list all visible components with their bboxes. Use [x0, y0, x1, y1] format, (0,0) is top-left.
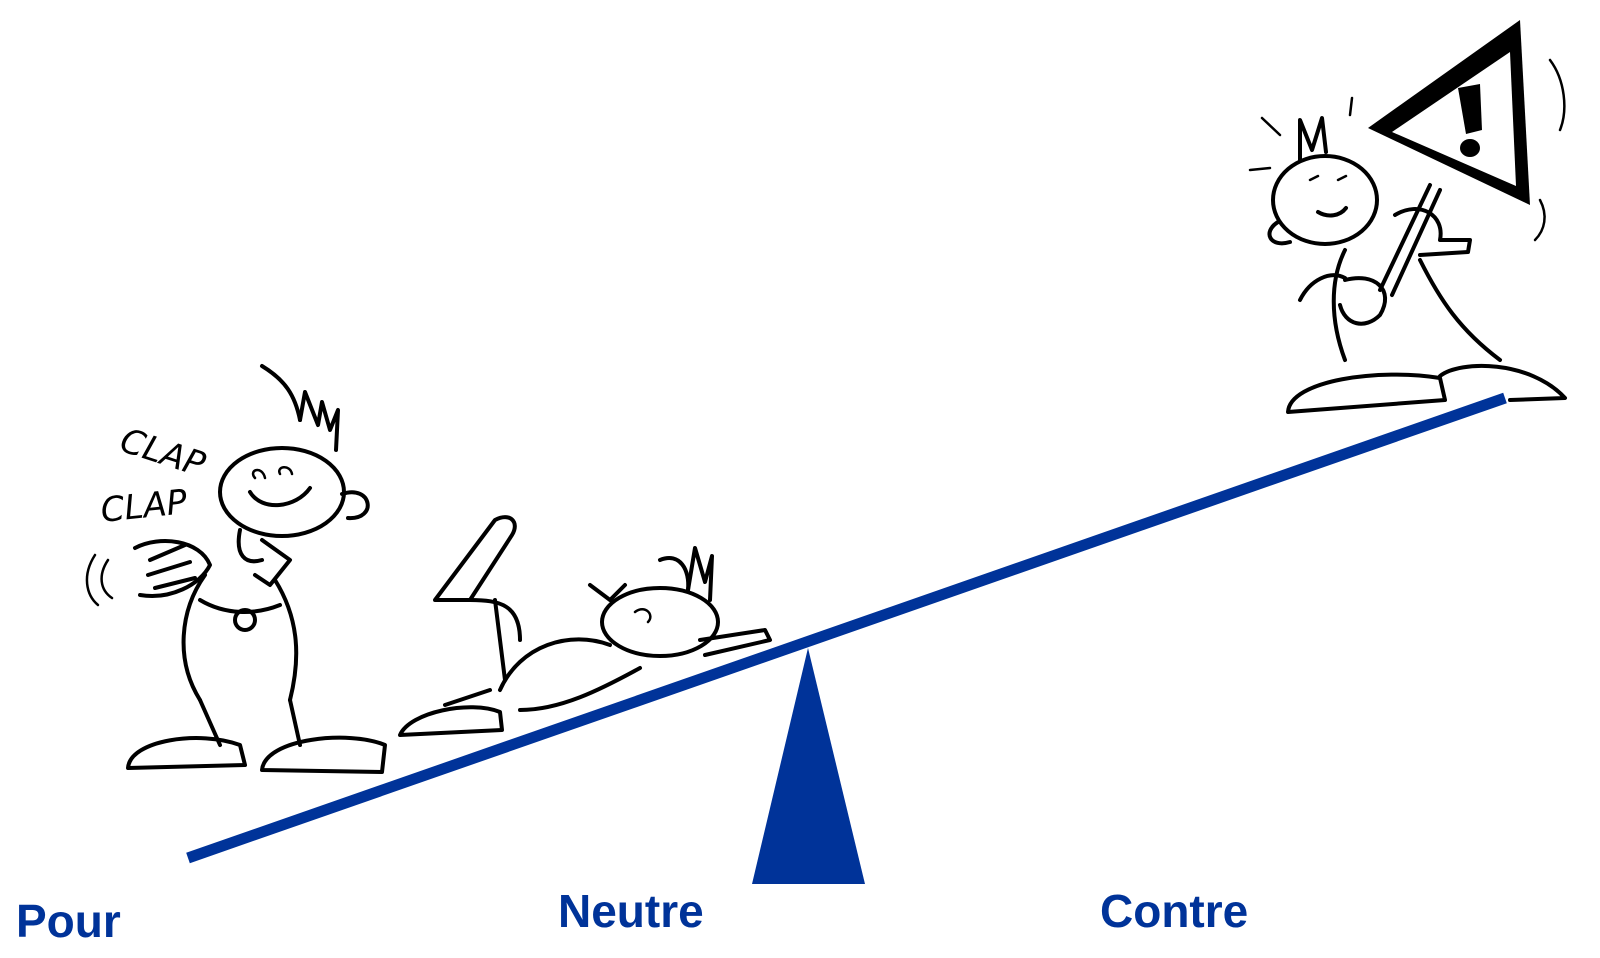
clapping-character-illustration: CLAP CLAP — [85, 364, 387, 774]
seesaw-plank — [186, 392, 1507, 864]
label-neutre: Neutre — [558, 885, 704, 937]
resting-character-illustration — [398, 515, 772, 737]
label-contre: Contre — [1100, 885, 1249, 937]
label-pour: Pour — [16, 895, 121, 947]
sound-effect-clap-1: CLAP — [115, 421, 210, 486]
seesaw-fulcrum — [752, 648, 865, 884]
sound-effect-clap-2: CLAP — [99, 482, 190, 531]
warning-character-illustration — [1248, 20, 1567, 414]
warning-sign-icon — [1368, 20, 1566, 242]
